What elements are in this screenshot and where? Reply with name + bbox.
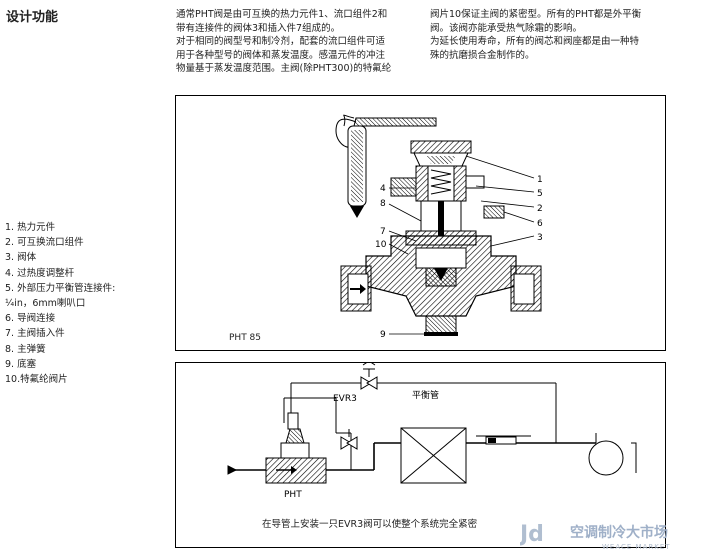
- legend-item: ¼in，6mm喇叭口: [5, 298, 86, 310]
- evaporator-box: [400, 427, 467, 484]
- intro-line: 对于相同的阀型号和制冷剂，配套的流口组件可适: [176, 36, 386, 47]
- legend-item: 6. 导阀连接: [5, 313, 56, 325]
- inlet-pipe: [340, 265, 372, 312]
- figure-caption: PHT 85: [229, 333, 262, 343]
- system-schematic-figure: EVR3 平衡管 PHT: [175, 360, 666, 548]
- outlet-pipe: [510, 265, 542, 312]
- legend-item: 2. 可互换流口组件: [5, 237, 84, 249]
- capillary-tube: [335, 114, 437, 148]
- callout-number: 6: [537, 219, 543, 229]
- pht-label: PHT: [284, 490, 302, 500]
- callout-number: 3: [537, 233, 543, 243]
- watermark: Jd 空调制冷大市场 WEACE MARKET: [518, 515, 710, 553]
- intro-line: 用于各种型号的阀体和蒸发温度。感温元件的冲注: [176, 49, 386, 61]
- bottom-plug: [424, 315, 458, 336]
- sensing-bulb: [347, 125, 367, 218]
- svg-text:Jd: Jd: [520, 522, 544, 547]
- schematic-caption: 在导管上安装一只EVR3阀可以使整个系统完全紧密: [262, 519, 478, 530]
- compressor-symbol: [588, 433, 637, 476]
- sensor-bulb-symbol: [485, 436, 517, 445]
- thermostatic-element: [410, 140, 472, 167]
- callout-number: 8: [380, 199, 386, 209]
- parts-legend: 1. 热力元件 2. 可互换流口组件 3. 阀体 4. 过热度调整杆 5. 外部…: [5, 220, 115, 387]
- valve-cross-section-drawing: 1 5 2 6 3 4 8 7 10 9: [335, 114, 543, 340]
- pht-valve-symbol: [265, 412, 327, 484]
- intro-line: 带有连接件的阀体3和插入件7组成的。: [176, 22, 341, 34]
- intro-text-column-1: 通常PHT阀是由可互换的热力元件1、流口组件2和 带有连接件的阀体3和插入件7组…: [176, 8, 424, 76]
- bypass-label: 平衡管: [412, 389, 439, 401]
- legend-item: 5. 外部压力平衡管连接件:: [5, 282, 116, 294]
- legend-item: 8. 主弹簧: [5, 343, 46, 355]
- evr3-solenoid-symbol: [360, 360, 378, 390]
- legend-item: 1. 热力元件: [5, 222, 56, 233]
- legend-item: 10.特氟纶阀片: [5, 374, 68, 386]
- callout-number: 7: [380, 227, 386, 237]
- check-valve-symbol: [340, 429, 358, 450]
- intro-line: 为延长使用寿命，所有的阀芯和阀座都是由一种特: [430, 36, 640, 47]
- valve-cross-section-figure: 1 5 2 6 3 4 8 7 10 9: [175, 95, 666, 351]
- callout-number: 1: [537, 175, 543, 185]
- bonnet: [390, 165, 505, 219]
- watermark-text: 空调制冷大市场: [570, 524, 668, 541]
- intro-text-column-2: 阀片10保证主阀的紧密型。所有的PHT都是外平衡 阀。该阀亦能承受热气除霜的影响…: [430, 8, 674, 62]
- watermark-sub: WEACE MARKET: [602, 543, 671, 551]
- callout-number: 10: [375, 240, 387, 250]
- intro-line: 通常PHT阀是由可互换的热力元件1、流口组件2和: [176, 9, 388, 20]
- legend-item: 7. 主阀插入件: [5, 328, 65, 340]
- evr3-label: EVR3: [333, 394, 357, 404]
- intro-line: 殊的抗磨损合金制作的。: [430, 49, 535, 61]
- callout-number: 2: [537, 204, 543, 214]
- intro-line: 阀。该阀亦能承受热气除霜的影响。: [430, 22, 583, 34]
- legend-item: 9. 底塞: [5, 358, 37, 370]
- system-schematic-drawing: EVR3 平衡管 PHT: [227, 360, 637, 500]
- callout-number: 4: [380, 184, 386, 194]
- section-title: 设计功能: [6, 10, 59, 25]
- legend-item: 4. 过热度调整杆: [5, 267, 75, 279]
- intro-line: 物量基于蒸发温度范围。主阀(除PHT300)的特氟纶: [176, 63, 392, 74]
- callout-number: 5: [537, 189, 543, 199]
- intro-line: 阀片10保证主阀的紧密型。所有的PHT都是外平衡: [430, 9, 642, 20]
- legend-item: 3. 阀体: [5, 252, 37, 264]
- callout-number: 9: [380, 330, 386, 340]
- valve-body: [365, 235, 517, 317]
- watermark-logo: Jd 空调制冷大市场 WEACE MARKET: [518, 522, 671, 551]
